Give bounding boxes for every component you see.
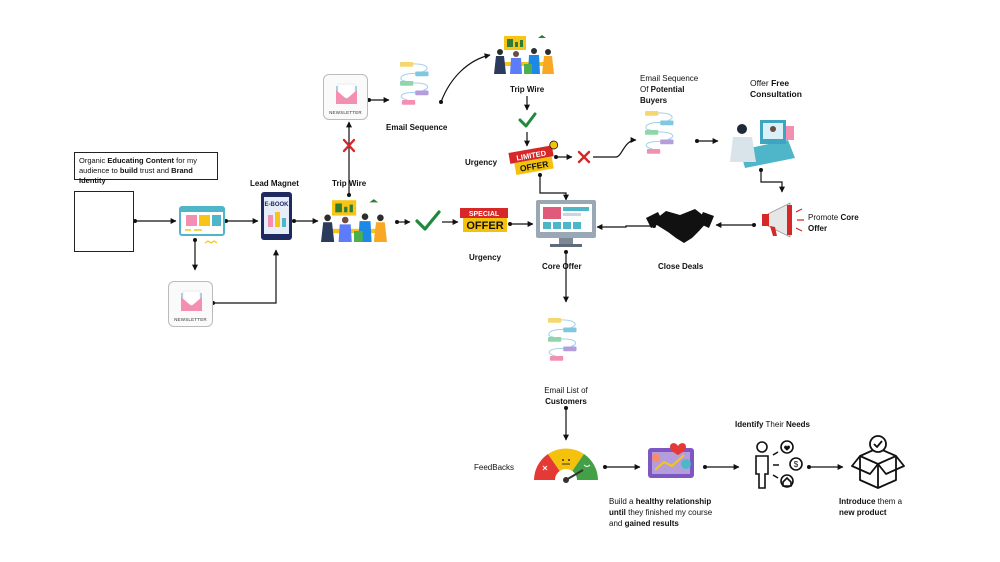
special-offer-main: OFFER — [466, 220, 503, 232]
core-offer-label: Core Offer — [542, 262, 582, 271]
introduce-product-label: Introduce them a new product — [839, 497, 903, 517]
potential-buyers-label: Email Sequence Of Potential Buyers — [640, 74, 699, 105]
lead-magnet-label: Lead Magnet — [250, 179, 299, 188]
feedback-gauge-icon — [534, 448, 598, 491]
email-sequence-label: Email Sequence — [386, 123, 448, 132]
ebook-icon: E-BOOK — [261, 192, 292, 240]
intro-text-box: Organic Educating Content for my audienc… — [74, 152, 218, 185]
customers-flowchart-icon — [547, 317, 577, 362]
monitor-icon — [536, 200, 596, 247]
social-media-box — [74, 191, 134, 252]
free-consultation-label: Offer Free Consultation — [750, 78, 802, 99]
cross-icon — [342, 138, 356, 153]
envelope-icon-2 — [181, 290, 202, 311]
intro-bold-2: build — [119, 166, 138, 175]
ebook-text: E-BOOK — [265, 202, 290, 208]
newsletter-card-top: NEWSLETTER — [323, 74, 368, 120]
urgency-label: Urgency — [469, 253, 502, 262]
identify-needs-label: Identify Their Needs — [735, 420, 810, 429]
arrow-newsletter-to-ebook — [213, 249, 279, 304]
arrow-cross-to-potential — [593, 137, 637, 158]
consultation-illustration — [730, 120, 795, 168]
connector-dots — [133, 98, 811, 469]
urgency-label-top: Urgency — [465, 158, 498, 167]
arrow-deals-to-core — [596, 224, 654, 230]
special-offer-top: SPECIAL — [469, 211, 500, 218]
product-box-icon — [851, 435, 905, 489]
intro-text-1: Organic — [79, 156, 108, 165]
promote-core-offer-label: Promote Core Offer — [808, 213, 859, 233]
megaphone-icon — [762, 202, 804, 238]
content-browser-icon — [179, 206, 225, 244]
arrow-sequence-to-tripwire — [440, 53, 491, 103]
handshake-icon — [646, 209, 714, 243]
relationship-label: Build a healthy relationship until they … — [609, 497, 713, 528]
intro-bold-3: Brand Identity — [79, 166, 193, 185]
relationship-illustration — [648, 443, 694, 478]
trip-wire-label-2: Trip Wire — [510, 85, 545, 94]
intro-text-3: trust and — [137, 166, 172, 175]
close-deals-label: Close Deals — [658, 262, 704, 271]
customers-label: Email List of Customers — [544, 386, 588, 406]
trip-wire-team-illustration-2 — [494, 35, 554, 74]
limited-offer-main: OFFER — [519, 159, 549, 174]
special-offer-badge: SPECIAL OFFER — [460, 208, 508, 232]
svg-text:$: $ — [794, 460, 799, 469]
newsletter-label-top: NEWSLETTER — [329, 110, 362, 115]
feedbacks-label: FeedBacks — [474, 463, 515, 472]
cross-icon-2 — [577, 150, 591, 164]
newsletter-label-bottom: NEWSLETTER — [174, 317, 207, 322]
arrow-limited-to-core — [539, 175, 569, 201]
intro-text-2: for my audience to — [79, 156, 197, 175]
arrow-consult-to-promote — [760, 170, 785, 193]
trip-wire-label: Trip Wire — [332, 179, 367, 188]
envelope-icon — [336, 83, 357, 104]
person-needs-icon: $ — [755, 440, 803, 489]
connectors — [135, 53, 844, 470]
check-icon — [415, 210, 441, 231]
potential-buyers-flowchart-icon — [644, 110, 674, 155]
newsletter-card-bottom: NEWSLETTER — [168, 281, 213, 327]
check-icon-2 — [518, 112, 537, 128]
trip-wire-team-illustration — [321, 199, 387, 242]
limited-offer-badge: LIMITED OFFER — [508, 140, 559, 175]
intro-bold-1: Educating Content — [107, 156, 175, 165]
email-sequence-flowchart-icon — [399, 61, 429, 106]
